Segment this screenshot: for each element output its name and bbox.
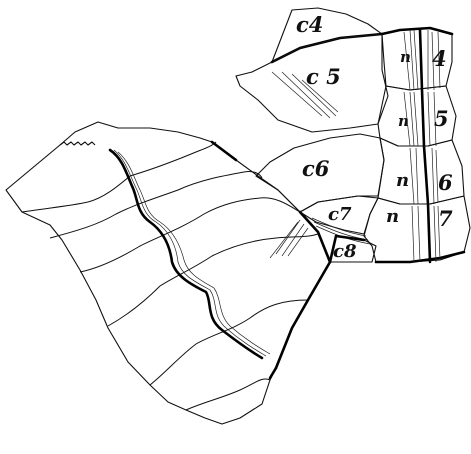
label-n4: n — [400, 48, 411, 66]
label-num4: 4 — [432, 46, 447, 71]
left-bone-fragment — [6, 122, 330, 424]
label-n6: n — [396, 170, 409, 191]
neural-plates — [364, 28, 470, 262]
label-c4: c4 — [296, 12, 323, 37]
neural-plate-7 — [364, 196, 470, 262]
label-num5: 5 — [434, 106, 449, 131]
label-num7: 7 — [438, 206, 453, 231]
label-c8: c8 — [333, 241, 357, 262]
label-c5: c 5 — [306, 64, 341, 89]
label-n7: n — [386, 206, 399, 227]
label-c6: c6 — [302, 156, 330, 181]
label-n5: n — [398, 112, 409, 130]
label-c7: c7 — [328, 204, 352, 225]
label-num6: 6 — [438, 170, 453, 195]
